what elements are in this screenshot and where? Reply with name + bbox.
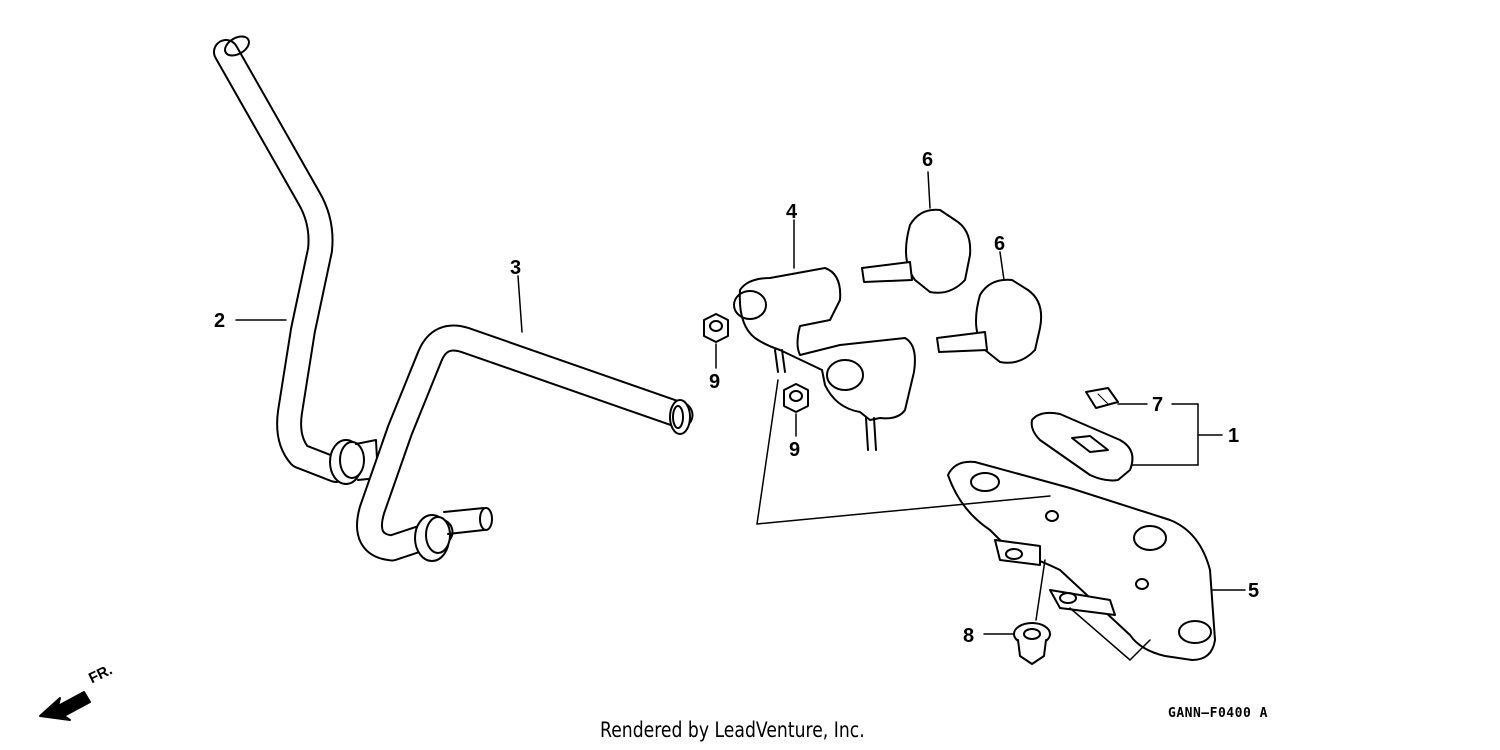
callout-5: 5 (1248, 580, 1260, 602)
knob-part-6b (936, 278, 1043, 364)
callout-6a: 6 (922, 149, 934, 171)
nut-part-9b (783, 383, 809, 413)
rod-part-2 (213, 35, 379, 485)
holder-part-4 (733, 267, 916, 451)
callout-7: 7 (1152, 394, 1164, 416)
callout-4: 4 (786, 201, 798, 223)
leader-lines (235, 171, 1246, 661)
knob-part-6a (861, 208, 972, 294)
diagram-code: GANN–F0400 A (1168, 706, 1268, 721)
nut-part-9a (703, 313, 729, 343)
plate-part-1 (1030, 411, 1134, 482)
callout-9b: 9 (789, 439, 801, 461)
tag-part-7 (1085, 387, 1119, 409)
nut-part-8 (1013, 622, 1051, 665)
callout-2: 2 (214, 310, 226, 332)
callout-3: 3 (510, 257, 522, 279)
bracket-part-5 (947, 460, 1216, 661)
callout-8: 8 (963, 625, 975, 647)
callout-6b: 6 (994, 233, 1006, 255)
footer-credit: Rendered by LeadVenture, Inc. (600, 718, 865, 742)
callout-9a: 9 (709, 371, 721, 393)
callout-1: 1 (1228, 425, 1240, 447)
front-direction-arrow-icon (39, 691, 91, 721)
rod-part-3 (356, 324, 694, 562)
